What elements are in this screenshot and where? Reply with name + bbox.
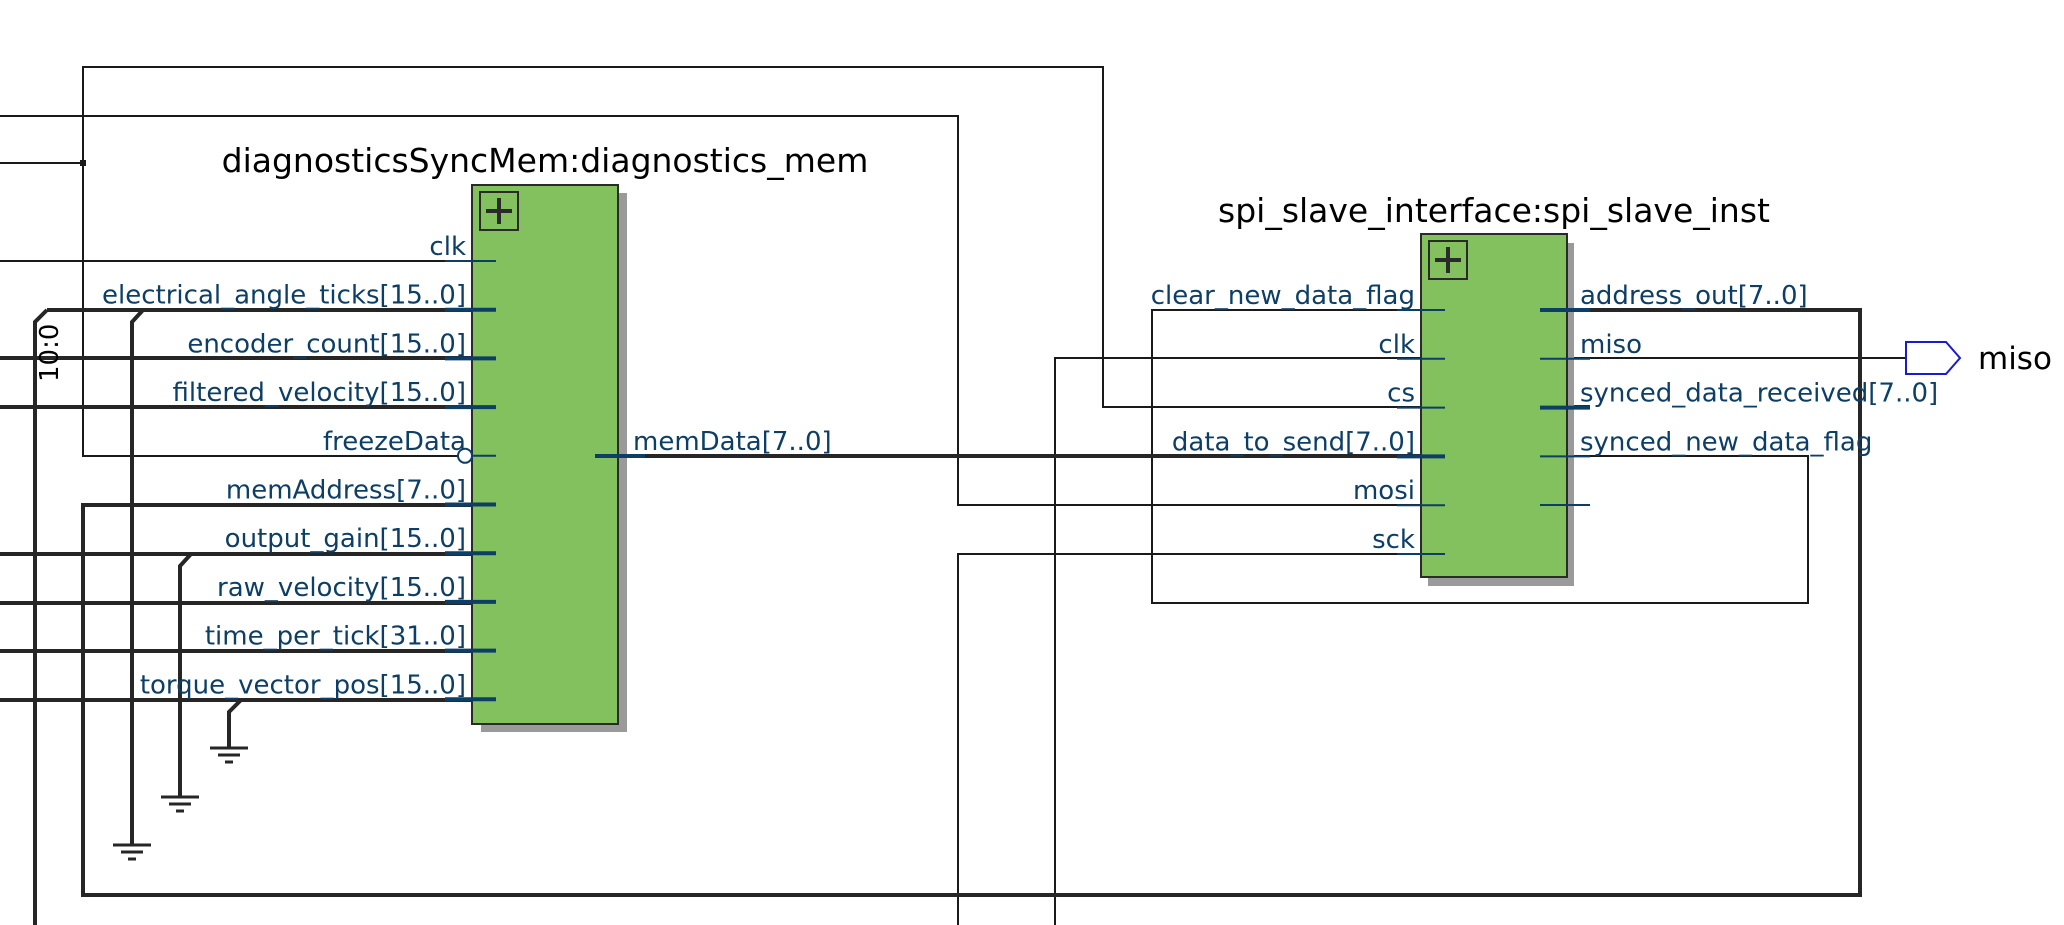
diagnostics-input-label: filtered_velocity[15..0] [173, 378, 466, 408]
wire-cs-loop[interactable] [82, 66, 1445, 408]
output-port-icon[interactable] [1905, 341, 1962, 375]
spi-input-label: cs [1387, 379, 1415, 409]
output-port[interactable]: miso [1905, 341, 2052, 377]
diagnostics-input-label: freezeData [323, 427, 466, 457]
ground-icon [113, 843, 151, 861]
diagnostics-block-title: diagnosticsSyncMem:diagnostics_mem [222, 141, 869, 180]
wire-spi-clk[interactable] [1054, 357, 1445, 925]
wire-mosi-loop[interactable] [0, 115, 1445, 506]
spi-input-label: data_to_send[7..0] [1172, 427, 1415, 457]
ground-symbols [113, 746, 248, 861]
plus-icon[interactable] [1428, 240, 1468, 280]
plus-icon[interactable] [479, 191, 519, 231]
diagnostics-pins: clk electrical_angle_ticks[15..0] encoder_… [102, 232, 832, 702]
bus-ground-2[interactable] [178, 552, 193, 797]
block-body[interactable] [1420, 233, 1568, 578]
diagnostics-input-label: clk [429, 232, 466, 262]
diagnostics-output-label: memData[7..0] [633, 427, 832, 457]
diagnostics-mem-block[interactable]: diagnosticsSyncMem:diagnostics_mem [222, 141, 869, 732]
diagnostics-input-label: encoder_count[15..0] [187, 329, 466, 359]
spi-output-label: address_out[7..0] [1580, 281, 1808, 311]
spi-input-label: sck [1372, 525, 1415, 555]
diagnostics-input-label: raw_velocity[15..0] [217, 573, 466, 603]
spi-slave-block[interactable]: spi_slave_interface:spi_slave_inst [1218, 191, 1770, 586]
spi-output-label: synced_data_received[7..0] [1580, 379, 1938, 409]
spi-input-label: mosi [1353, 476, 1415, 506]
diagnostics-input-label: output_gain[15..0] [225, 524, 466, 554]
spi-block-title: spi_slave_interface:spi_slave_inst [1218, 191, 1770, 230]
bus-address-loop[interactable] [81, 308, 1862, 897]
wire-spi-sck[interactable] [957, 553, 1445, 925]
spi-output-label: miso [1580, 330, 1642, 360]
diagnostics-input-label: memAddress[7..0] [226, 476, 466, 506]
wire-flag-feedback[interactable] [1151, 309, 1809, 604]
wires [0, 66, 1906, 925]
spi-output-label: synced_new_data_flag [1580, 427, 1872, 457]
spi-input-label: clk [1378, 330, 1415, 360]
bus-ground-3[interactable] [227, 698, 243, 748]
block-body[interactable] [471, 184, 619, 725]
ground-icon [210, 746, 248, 764]
inversion-bubble [457, 447, 473, 464]
bus-tap-left[interactable] [33, 308, 49, 925]
bus-ground-1[interactable] [130, 308, 145, 845]
spi-input-label: clear_new_data_flag [1151, 281, 1415, 311]
diagnostics-input-label: electrical_angle_ticks[15..0] [102, 281, 466, 311]
bus-tap-label: 10:0 [35, 324, 65, 382]
diagnostics-input-label: torque_vector_pos[15..0] [140, 670, 466, 700]
junction-dot [80, 160, 86, 166]
ground-icon [161, 795, 199, 813]
output-port-label: miso [1978, 341, 2052, 377]
diagnostics-input-label: time_per_tick[31..0] [205, 622, 466, 652]
